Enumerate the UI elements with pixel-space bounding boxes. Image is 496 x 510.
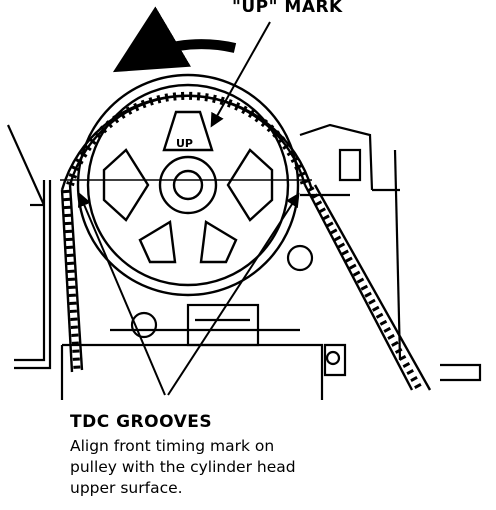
tdc-caption-line-2: pulley with the cylinder head — [70, 458, 296, 476]
tdc-leader-left — [77, 192, 166, 396]
up-label-on-pulley: UP — [176, 137, 193, 150]
tdc-grooves-title: TDC GROOVES — [70, 412, 213, 432]
up-mark-leader-line — [210, 21, 271, 128]
rotation-arrow-icon — [112, 6, 237, 73]
camshaft-pulley — [60, 73, 312, 297]
engine-block — [6, 123, 482, 400]
tdc-caption-line-3: upper surface. — [70, 479, 183, 497]
tdc-leader-right — [167, 192, 300, 396]
up-mark-label: "UP" MARK — [232, 0, 343, 17]
tdc-caption-line-1: Align front timing mark on — [70, 437, 275, 455]
